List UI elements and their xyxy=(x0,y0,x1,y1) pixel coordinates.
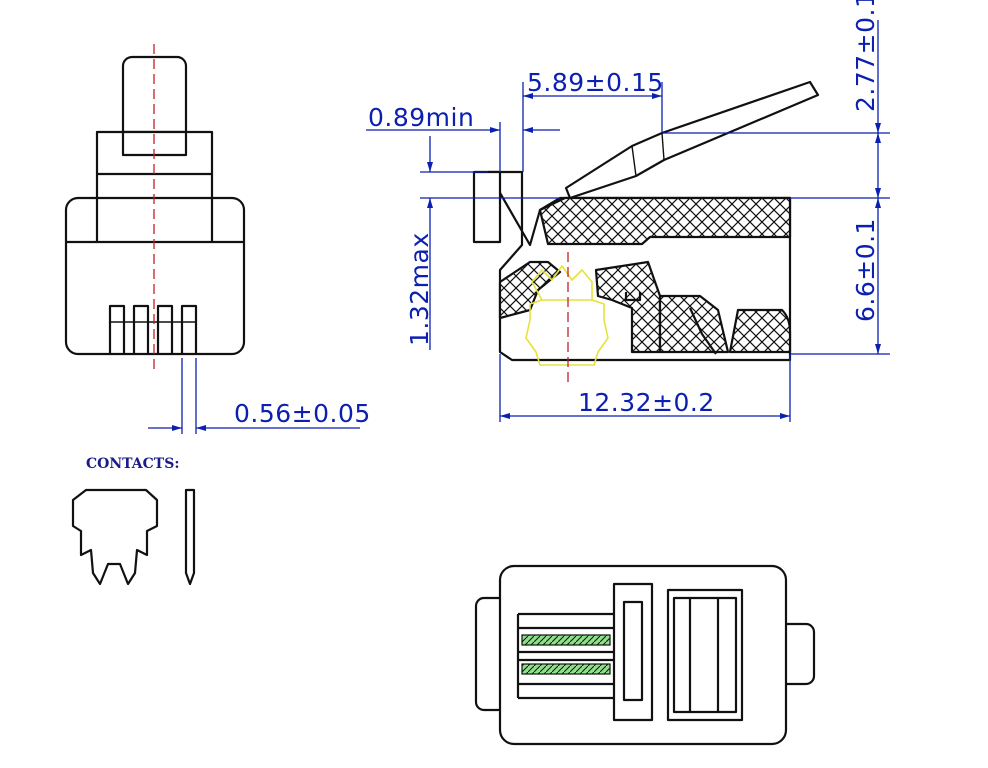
side-view-tail-section xyxy=(728,308,792,354)
right-lower-label: 6.6±0.1 xyxy=(851,218,880,322)
left-vertical-label: 1.32max xyxy=(405,232,434,346)
contact-blade-side xyxy=(184,488,196,586)
side-view-contact-outline xyxy=(525,265,609,366)
side-view-rear-section xyxy=(658,294,730,354)
right-upper-label: 2.77±0.1 xyxy=(851,0,880,112)
pin-width-dimension: 0.56±0.05 xyxy=(148,358,371,434)
side-view-latch-lever xyxy=(564,80,820,200)
pin-width-label: 0.56±0.05 xyxy=(234,399,371,428)
top-view xyxy=(474,564,816,746)
top-view-contact-pad-1 xyxy=(521,634,611,646)
front-view xyxy=(64,44,246,372)
side-view xyxy=(472,80,820,384)
front-view-body xyxy=(64,196,246,356)
contacts-section: CONTACTS: xyxy=(71,456,196,586)
contacts-heading: CONTACTS: xyxy=(86,456,180,472)
side-view-front-section xyxy=(498,260,562,320)
right-dimensions: 2.77±0.1 6.6±0.1 xyxy=(664,0,890,355)
bottom-length-label: 12.32±0.2 xyxy=(578,388,715,417)
side-view-upper-section xyxy=(538,196,792,246)
top-view-contact-rails xyxy=(518,626,614,686)
min-gap-label: 0.89min xyxy=(368,103,474,132)
top-width-label: 5.89±0.15 xyxy=(527,68,664,97)
side-view-middle-section xyxy=(594,260,662,354)
contact-blade-front xyxy=(71,488,159,586)
min-gap-dimension: 0.89min xyxy=(366,103,560,172)
top-width-dimension: 5.89±0.15 xyxy=(522,68,664,172)
front-view-pin-slots xyxy=(108,304,198,354)
left-vertical-dimension: 1.32max xyxy=(405,136,560,350)
bottom-length-dimension: 12.32±0.2 xyxy=(499,354,791,422)
top-view-contact-pad-2 xyxy=(521,663,611,675)
